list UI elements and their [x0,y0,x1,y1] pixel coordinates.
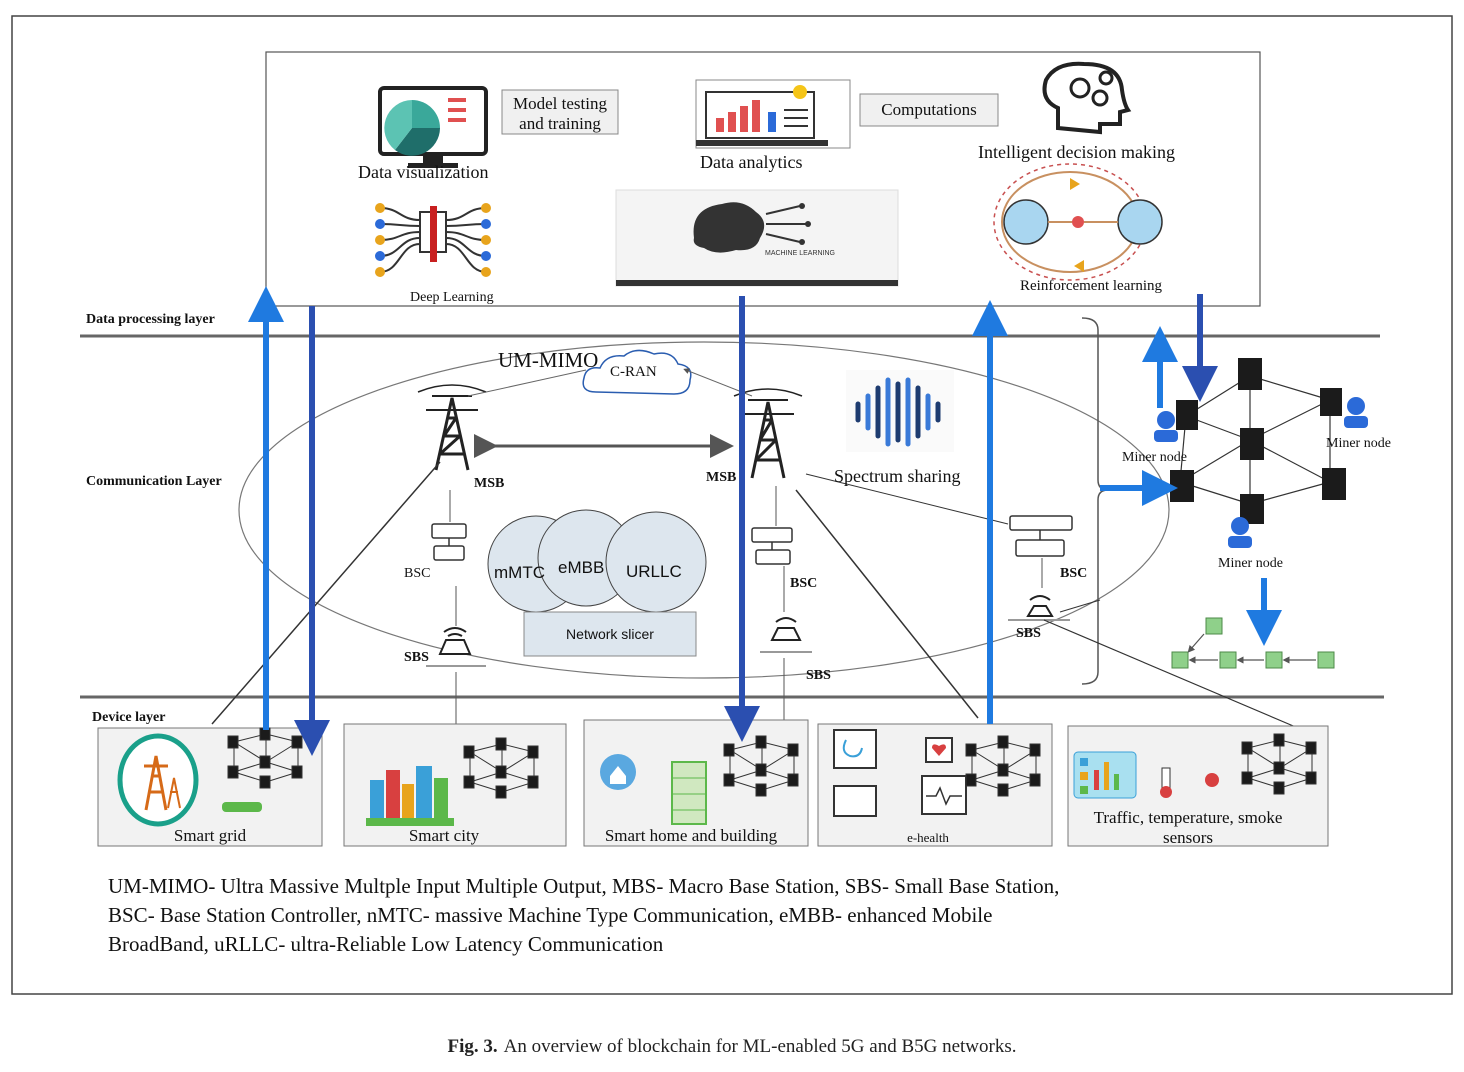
reinforcement-learning-label: Reinforcement learning [1020,278,1163,294]
reinforcement-learning-icon [993,163,1163,281]
figure-caption: Fig. 3.An overview of blockchain for ML-… [0,1036,1464,1058]
sensors-icons [1073,751,1219,799]
layer-label-device: Device layer [92,710,166,725]
machine-learning-logo-text: MACHINE LEARNING [764,250,835,257]
spectrum-sharing-label: Spectrum sharing [834,466,961,486]
right-sbs-icon [1008,595,1070,621]
network-slicer-box [523,611,697,657]
legend-line-1: UM-MIMO- Ultra Massive Multple Input Mul… [108,874,1060,898]
link-left-tower-smartgrid [211,461,441,725]
car-icon [222,802,262,812]
slice-mmtc-label: mMTC [494,563,545,582]
left-tower-icon [417,384,487,471]
machine-learning-logo-icon [615,189,899,287]
msb-right-label: MSB [706,470,737,485]
device-label-smart-home: Smart home and building [604,826,778,845]
layer-label-communication: Communication Layer [86,474,222,489]
sbs-left-label: SBS [404,650,429,665]
msb-left-label: MSB [474,476,505,491]
mid-sbs-icon [760,617,812,653]
data-analytics-icon [695,79,851,149]
network-slicer-label: Network slicer [566,626,654,642]
device-label-smart-city: Smart city [408,826,480,845]
figure-caption-label: Fig. 3. [447,1036,498,1057]
layer-label-data-processing: Data processing layer [86,312,215,327]
computations-label: Computations [881,100,977,119]
right-bsc-icon [1009,515,1073,557]
link-left-tower-cran [467,369,587,397]
miner-person-icons [1154,397,1368,548]
mid-bsc-icon [751,527,793,565]
sbs-mid-label: SBS [806,668,831,683]
device-networks [227,727,1317,799]
computations-box [859,93,999,127]
legend-line-3: BroadBand, uRLLC- ultra-Reliable Low Lat… [108,932,664,956]
e-health-icons [833,729,967,817]
data-visualization-icon [378,86,488,168]
left-bsc-icon [431,523,467,561]
power-tower-icon [117,733,199,827]
deep-learning-label: Deep Learning [410,290,494,305]
smart-home-icon [600,754,707,825]
spectrum-sharing-icon [846,370,954,452]
model-testing-label: Model testing and training [513,94,607,133]
slice-urllc-label: URLLC [626,562,682,581]
miner-node-bottom-label: Miner node [1218,556,1283,571]
c-ran-label: C-RAN [610,364,657,380]
bsc-left-label: BSC [404,566,431,581]
communication-bracket [1081,317,1109,685]
deep-learning-nodes [375,203,491,277]
link-right-sbs-blockchain [1059,599,1101,613]
model-testing-box [501,89,619,135]
bsc-right-label: BSC [1060,566,1088,581]
blockchain-server-nodes [1170,358,1346,524]
bsc-mid-label: BSC [790,576,818,591]
c-ran-cloud-icon [582,349,692,395]
smart-city-icon [366,766,454,826]
miner-node-left-label: Miner node [1122,450,1187,465]
data-analytics-label: Data analytics [700,152,803,172]
miner-node-right-label: Miner node [1326,436,1391,451]
sbs-right-label: SBS [1016,626,1041,641]
device-label-smart-grid: Smart grid [173,826,247,845]
communication-ellipse [238,341,1170,679]
data-visualization-label: Data visualization [358,162,489,182]
blockchain-block-arrows [1187,633,1316,664]
deep-learning-icon [379,206,487,273]
intelligent-decision-label: Intelligent decision making [978,142,1175,162]
link-right-tower-ehealth [795,489,979,719]
link-right-sbs-sensors [1043,619,1299,729]
blockchain-blocks [1171,617,1335,669]
left-sbs-icon [426,627,486,667]
um-mimo-label: UM-MIMO [498,348,599,372]
legend-line-2: BSC- Base Station Controller, nMTC- mass… [108,903,993,927]
link-right-tower-right-bsc [805,473,1009,525]
device-label-sensors: Traffic, temperature, smoke sensors [1093,808,1283,846]
head-gears-icon [1042,61,1132,135]
slice-embb-label: eMBB [558,558,605,577]
figure-caption-text: An overview of blockchain for ML-enabled… [503,1036,1017,1057]
device-label-e-health: e-health [907,830,949,845]
figure-frame [11,15,1453,995]
